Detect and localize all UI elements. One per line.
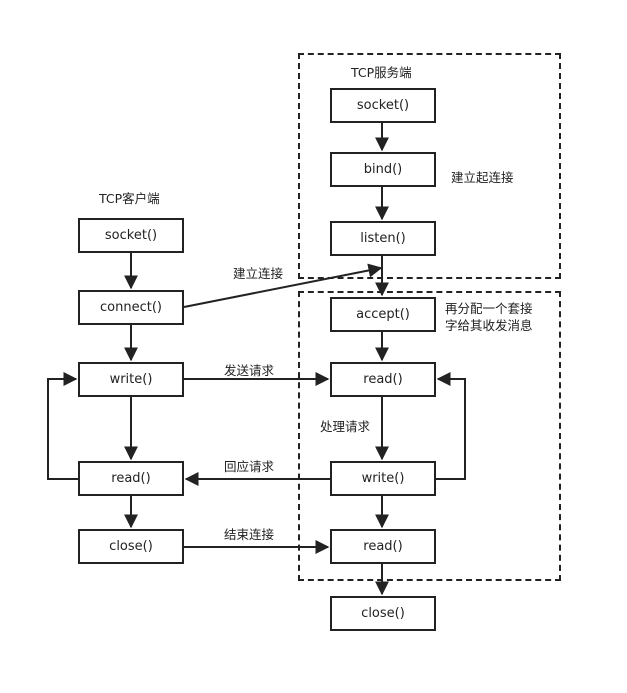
server-read2-box: read() [330,529,436,564]
label-realloc-line2: 字给其收发消息 [445,318,533,333]
server-title: TCP服务端 [351,65,412,80]
label-send-request: 发送请求 [224,363,275,378]
server-read-box: read() [330,362,436,397]
client-title: TCP客户端 [99,191,160,206]
label-build-connection-server: 建立起连接 [451,170,514,185]
client-write-box: write() [78,362,184,397]
client-close-box: close() [78,529,184,564]
label-reply-request: 回应请求 [224,459,275,474]
server-listen-box: listen() [330,221,436,256]
server-setup-group [298,53,561,279]
server-write-box: write() [330,461,436,496]
arrow-connect-to-listen [183,263,383,308]
label-build-connection: 建立连接 [233,266,284,281]
label-end-connection: 结束连接 [224,527,275,542]
arrow-client-loop [47,372,78,480]
label-realloc-line1: 再分配一个套接 [445,301,533,316]
client-read-box: read() [78,461,184,496]
label-process-request: 处理请求 [320,419,371,434]
server-socket-box: socket() [330,88,436,123]
server-close-box: close() [330,596,436,631]
client-socket-box: socket() [78,218,184,253]
server-session-group [298,291,561,581]
server-accept-box: accept() [330,297,436,332]
client-connect-box: connect() [78,290,184,325]
server-bind-box: bind() [330,152,436,187]
arrow-server-loop [436,372,466,480]
